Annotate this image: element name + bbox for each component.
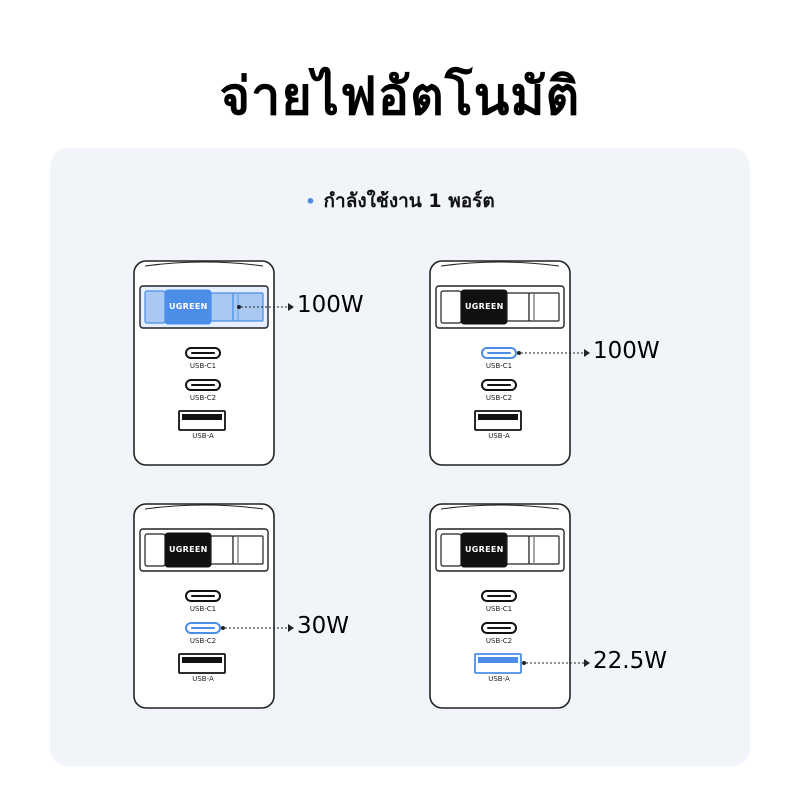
output-wattage: 30W <box>297 613 350 639</box>
port-label-usb-a: USB-A <box>488 432 510 440</box>
power-arrow <box>517 349 590 357</box>
port-label-usb-c1: USB-C1 <box>485 362 513 370</box>
brand-logo: UGREEN <box>169 545 208 554</box>
power-arrow <box>522 659 590 667</box>
port-label-usb-a: USB-A <box>192 432 214 440</box>
page-title: จ่ายไฟอัตโนมัติ <box>219 67 581 127</box>
port-label-usb-c2: USB-C2 <box>485 637 513 645</box>
port-label-usb-a: USB-A <box>488 675 510 683</box>
port-label-usb-c2: USB-C2 <box>189 394 217 402</box>
port-label-usb-c1: USB-C1 <box>189 362 217 370</box>
power-arrow <box>221 624 294 632</box>
charger-body-drawing <box>429 503 571 709</box>
charger-body-drawing <box>133 260 275 466</box>
port-label-usb-c1: USB-C1 <box>189 605 217 613</box>
output-wattage: 100W <box>593 338 660 364</box>
port-label-usb-c2: USB-C2 <box>189 637 217 645</box>
port-label-usb-a: USB-A <box>192 675 214 683</box>
output-wattage: 22.5W <box>593 648 667 674</box>
bullet-icon: • <box>305 192 316 211</box>
power-arrow <box>237 303 294 311</box>
port-label-usb-c2: USB-C2 <box>485 394 513 402</box>
brand-logo: UGREEN <box>465 302 504 311</box>
charger-body-drawing <box>133 503 275 709</box>
charger-body-drawing <box>429 260 571 466</box>
subtitle: • กำลังใช้งาน 1 พอร์ต <box>0 186 800 216</box>
brand-logo: UGREEN <box>465 545 504 554</box>
port-label-usb-c1: USB-C1 <box>485 605 513 613</box>
brand-logo: UGREEN <box>169 302 208 311</box>
output-wattage: 100W <box>297 292 364 318</box>
subtitle-text: กำลังใช้งาน 1 พอร์ต <box>323 190 495 212</box>
